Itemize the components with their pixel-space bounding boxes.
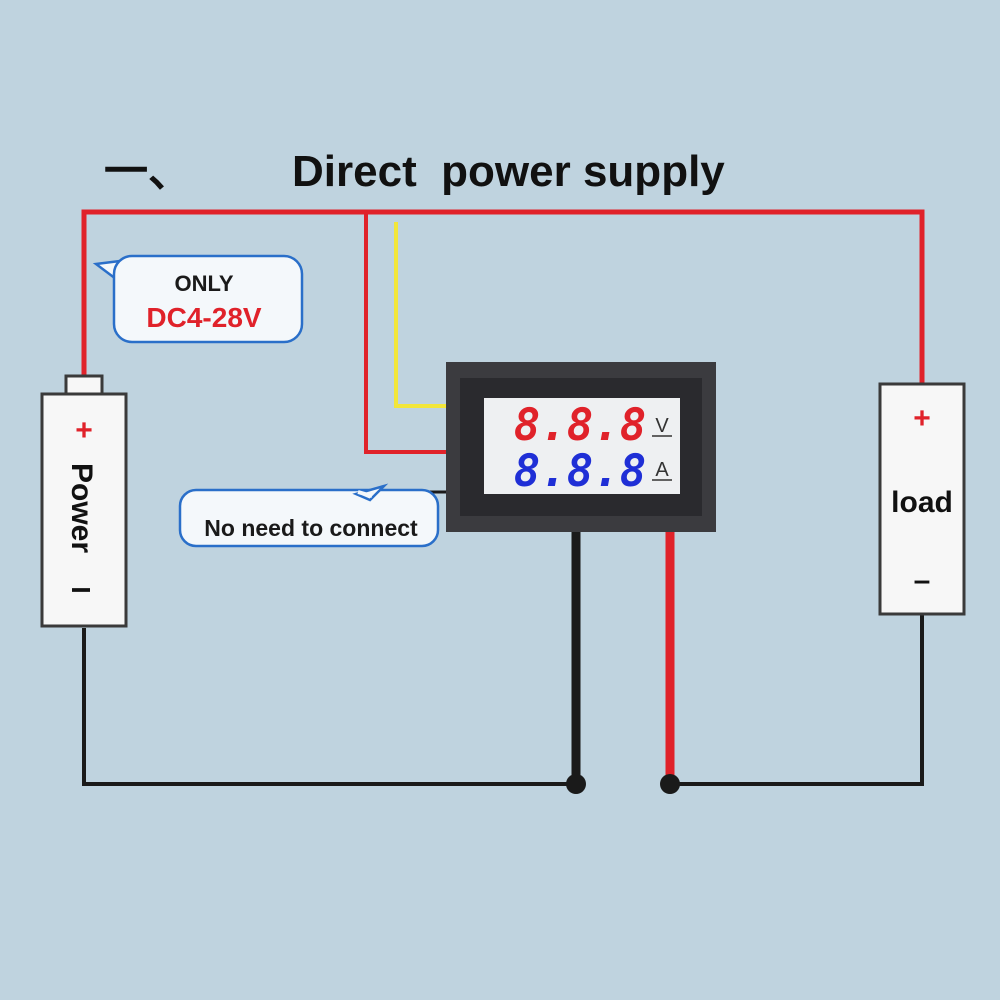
power-plus-sign: + xyxy=(75,414,93,447)
meter-red-lead xyxy=(364,212,448,454)
positive-supply-wire xyxy=(81,209,925,384)
junction-dot-black xyxy=(566,774,586,794)
bubble-tail xyxy=(352,483,389,502)
voltage-unit-label: V xyxy=(655,415,669,437)
unused-wire-note-text: No need to connect xyxy=(204,515,418,541)
battery-body xyxy=(40,392,128,628)
meter-screen xyxy=(484,398,680,494)
voltage-readout: 8.8.8 xyxy=(514,400,646,451)
power-source: + Power I xyxy=(40,374,128,628)
unused-wire-note-bubble: No need to connect xyxy=(178,483,440,548)
diagram-title: Direct power supply xyxy=(292,147,725,196)
bubble-box xyxy=(178,488,440,548)
load-body xyxy=(878,382,966,616)
current-readout: 8.8.8 xyxy=(514,446,646,497)
load-return-wire xyxy=(670,614,924,786)
bubble-box xyxy=(112,254,304,344)
section-number: 一、 xyxy=(104,147,192,196)
volt-amp-meter: 8.8.8 8.8.8 V A xyxy=(446,362,716,532)
power-label: Power xyxy=(65,463,98,553)
voltage-note-bubble: ONLY DC4-28V xyxy=(92,254,304,344)
load-label: load xyxy=(891,486,953,519)
load-plus-sign: + xyxy=(913,402,931,435)
current-unit-label: A xyxy=(655,459,669,481)
power-minus-sign: I xyxy=(66,586,96,593)
load-minus-sign: – xyxy=(914,564,931,597)
voltage-note-line2: DC4-28V xyxy=(146,302,261,333)
meter-yellow-lead xyxy=(394,222,448,408)
negative-return-wire xyxy=(82,628,576,786)
junction-dot-red xyxy=(660,774,680,794)
voltage-note-line1: ONLY xyxy=(174,271,233,296)
load-device: + load – xyxy=(878,382,966,616)
